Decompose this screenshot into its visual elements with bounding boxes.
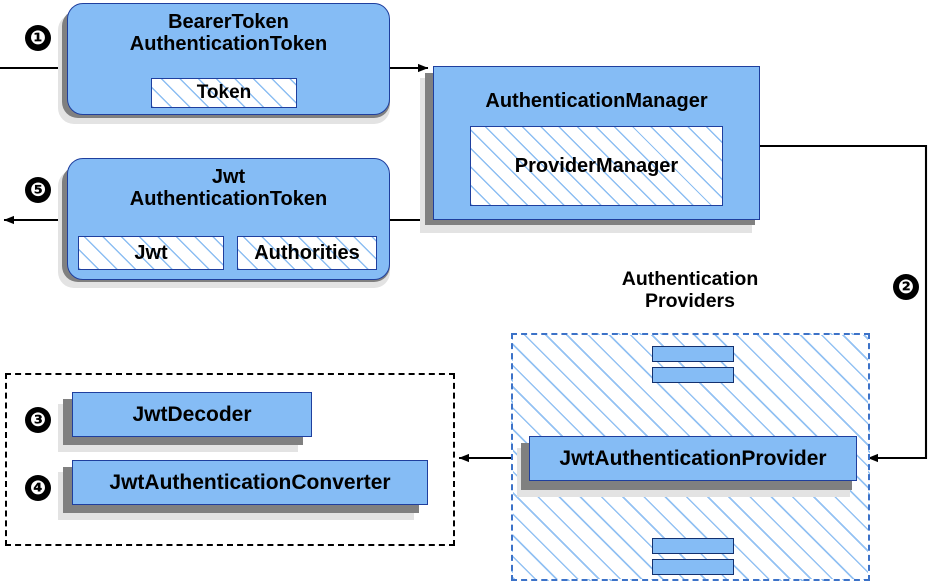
step-badge-2: ❷ xyxy=(893,274,919,300)
provider-bar-top-1 xyxy=(652,346,734,362)
step-badge-1: ❶ xyxy=(25,25,51,51)
authentication-manager-title: AuthenticationManager xyxy=(485,90,708,112)
jwt-decoder-title: JwtDecoder xyxy=(132,402,252,426)
provider-bar-bottom-1 xyxy=(652,538,734,554)
jwt-authentication-token-title: Jwt AuthenticationToken xyxy=(129,166,328,211)
step-badge-3: ❸ xyxy=(25,407,51,433)
jwt-authentication-converter-title: JwtAuthenticationConverter xyxy=(109,470,391,494)
bearer-token-compartment-token[interactable]: Token xyxy=(151,78,297,108)
node-jwt-decoder[interactable]: JwtDecoder xyxy=(72,392,312,437)
authentication-manager-compartment-provider-manager[interactable]: ProviderManager xyxy=(470,126,723,206)
step-badge-4: ❹ xyxy=(25,475,51,501)
node-jwt-authentication-converter[interactable]: JwtAuthenticationConverter xyxy=(72,460,428,505)
bearer-token-title: BearerToken AuthenticationToken xyxy=(129,11,328,56)
jwt-authentication-token-compartment-jwt[interactable]: Jwt xyxy=(78,236,224,270)
jwt-support-group xyxy=(5,373,455,546)
provider-bar-top-2 xyxy=(652,367,734,383)
provider-bar-bottom-2 xyxy=(652,559,734,575)
node-jwt-authentication-provider[interactable]: JwtAuthenticationProvider xyxy=(529,436,857,481)
authentication-providers-label: Authentication Providers xyxy=(621,268,759,313)
jwt-authentication-token-compartment-authorities[interactable]: Authorities xyxy=(237,236,377,270)
step-badge-5: ❺ xyxy=(25,177,51,203)
jwt-authentication-provider-title: JwtAuthenticationProvider xyxy=(559,446,827,470)
